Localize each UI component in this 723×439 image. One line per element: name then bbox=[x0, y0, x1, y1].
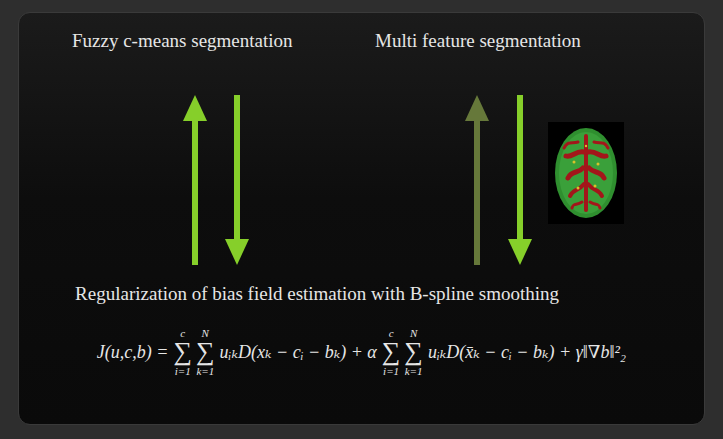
formula-term: uᵢₖD(x̄ₖ − cᵢ − bₖ) + γ‖∇b‖²₂ bbox=[428, 341, 626, 363]
node-text: Regularization of bias field estimation … bbox=[75, 283, 559, 305]
upper-limit: N bbox=[410, 327, 417, 339]
flow-arrow bbox=[465, 95, 489, 265]
lower-limit: k=1 bbox=[405, 365, 423, 377]
flow-arrow bbox=[225, 95, 249, 265]
flow-arrow bbox=[508, 95, 532, 265]
upper-limit: c bbox=[180, 327, 185, 339]
node-text: Fuzzy c-means segmentation bbox=[72, 30, 293, 52]
method-label: Multi feature segmentation bbox=[375, 30, 581, 95]
sum-sign: ∑ bbox=[196, 339, 215, 365]
upper-limit: c bbox=[389, 327, 394, 339]
brain-segmentation-image bbox=[548, 122, 624, 224]
formula-term: uᵢₖD(xₖ − cᵢ − bₖ) + α bbox=[220, 341, 377, 363]
regularization-label: Regularization of bias field estimation … bbox=[75, 265, 559, 305]
formula-term: J(u,c,b) = bbox=[97, 342, 169, 363]
sum-sign: ∑ bbox=[404, 339, 423, 365]
lower-limit: i=1 bbox=[383, 365, 399, 377]
upper-limit: N bbox=[202, 327, 209, 339]
summation: N∑k=1 bbox=[404, 327, 423, 377]
lower-limit: i=1 bbox=[175, 365, 191, 377]
lower-limit: k=1 bbox=[196, 365, 214, 377]
summation: N∑k=1 bbox=[196, 327, 215, 377]
sum-sign: ∑ bbox=[382, 339, 401, 365]
summation: c∑i=1 bbox=[382, 327, 401, 377]
flow-arrow bbox=[183, 95, 207, 265]
summation: c∑i=1 bbox=[173, 327, 192, 377]
method-label: Fuzzy c-means segmentation bbox=[72, 30, 293, 95]
objective-formula: J(u,c,b) =c∑i=1N∑k=1uᵢₖD(xₖ − cᵢ − bₖ) +… bbox=[0, 322, 723, 382]
node-text: Multi feature segmentation bbox=[375, 30, 581, 52]
sum-sign: ∑ bbox=[173, 339, 192, 365]
